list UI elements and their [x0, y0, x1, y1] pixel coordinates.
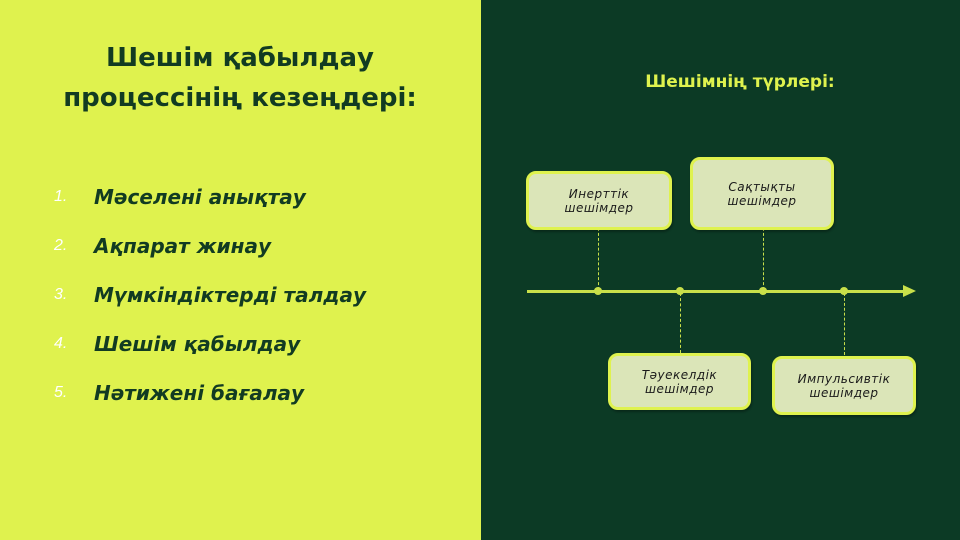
step-number: 2. — [54, 236, 68, 254]
list-item: 1. Мәселені анықтау — [54, 172, 366, 221]
list-item: 5. Нәтижені бағалау — [54, 368, 366, 417]
timeline-dot-1 — [594, 287, 602, 295]
connector-line-4 — [844, 293, 845, 355]
box-line-2: шешімдер — [727, 193, 797, 208]
step-number: 4. — [54, 334, 68, 352]
box-line-2: шешімдер — [809, 385, 879, 400]
connector-line-1 — [598, 228, 599, 290]
step-label: Нәтижені бағалау — [94, 380, 305, 405]
list-item: 2. Ақпарат жинау — [54, 221, 366, 270]
title-line-1: Шешім қабылдау — [106, 43, 374, 73]
step-label: Шешім қабылдау — [94, 331, 301, 356]
timeline-dot-3 — [759, 287, 767, 295]
box-line-1: Сақтықты — [728, 179, 796, 194]
connector-line-2 — [763, 228, 764, 290]
step-number: 3. — [54, 285, 68, 303]
box-line-2: шешімдер — [644, 381, 714, 396]
box-line-1: Тәуекелдік — [641, 367, 718, 382]
step-number: 1. — [54, 187, 68, 205]
box-line-1: Инерттік — [568, 186, 630, 201]
left-panel: Шешім қабылдау процессінің кезеңдері: 1.… — [0, 0, 481, 540]
step-label: Мүмкіндіктерді талдау — [94, 282, 366, 307]
slide-title: Шешім қабылдау процессінің кезеңдері: — [40, 38, 440, 118]
decision-type-cautious: Сақтықты шешімдер — [690, 157, 834, 230]
timeline-axis — [527, 290, 907, 293]
process-steps-list: 1. Мәселені анықтау 2. Ақпарат жинау 3. … — [54, 172, 366, 417]
timeline-dot-2 — [676, 287, 684, 295]
list-item: 3. Мүмкіндіктерді талдау — [54, 270, 366, 319]
list-item: 4. Шешім қабылдау — [54, 319, 366, 368]
right-panel — [481, 0, 960, 540]
box-line-1: Импульсивтік — [797, 371, 891, 386]
step-number: 5. — [54, 383, 68, 401]
arrow-right-icon — [903, 285, 916, 297]
box-line-2: шешімдер — [564, 200, 634, 215]
step-label: Мәселені анықтау — [94, 184, 306, 209]
title-line-2: процессінің кезеңдері: — [63, 83, 417, 113]
step-label: Ақпарат жинау — [94, 233, 272, 258]
connector-line-3 — [680, 293, 681, 353]
timeline-dot-4 — [840, 287, 848, 295]
decision-types-heading: Шешімнің түрлері: — [645, 72, 835, 92]
decision-type-impulsive: Импульсивтік шешімдер — [772, 356, 916, 415]
decision-type-risky: Тәуекелдік шешімдер — [608, 353, 751, 410]
decision-type-inert: Инерттік шешімдер — [526, 171, 672, 230]
